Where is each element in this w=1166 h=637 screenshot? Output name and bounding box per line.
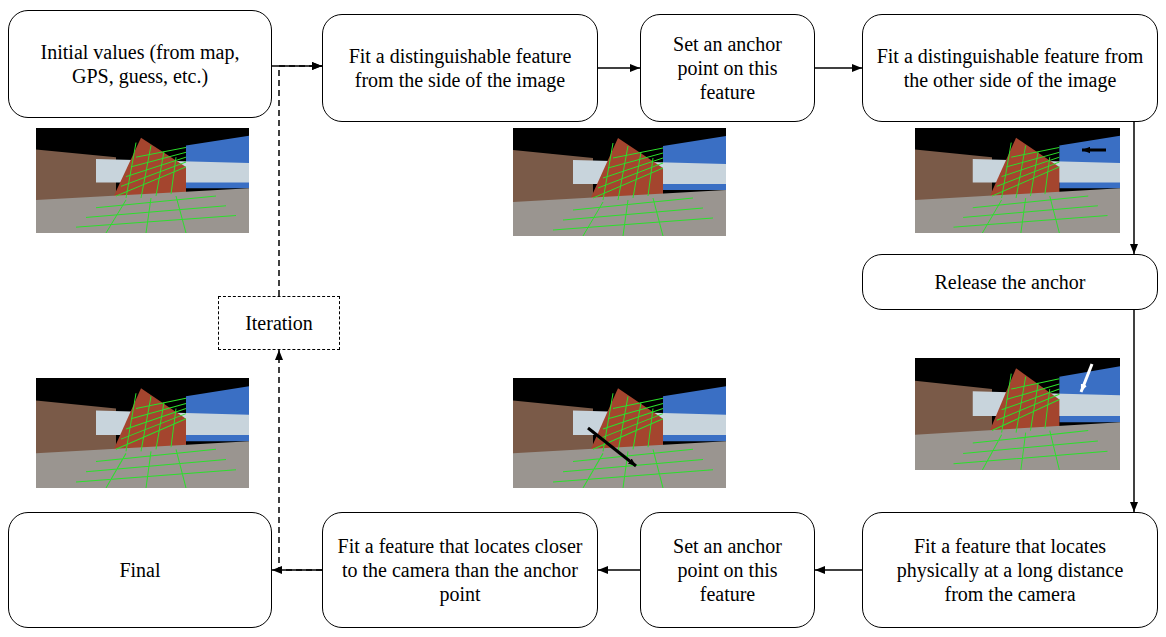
iteration-arrow [279, 350, 322, 570]
box-text: Set an anchor point on this feature [653, 32, 802, 104]
iteration-arrow [279, 66, 322, 296]
photo [915, 128, 1120, 233]
process-box: Fit a distinguishable feature from the s… [322, 14, 598, 122]
process-box: Initial values (from map, GPS, guess, et… [8, 10, 272, 118]
photo [36, 128, 249, 233]
box-text: Final [119, 558, 160, 582]
box-text: Initial values (from map, GPS, guess, et… [21, 40, 259, 88]
box-text: Fit a distinguishable feature from the o… [875, 44, 1145, 92]
flow-arrow [815, 67, 862, 69]
flow-arrow [598, 569, 640, 571]
box-text: Release the anchor [934, 270, 1085, 294]
flow-arrow [598, 67, 640, 69]
photo [36, 378, 249, 488]
process-box: Final [8, 512, 272, 628]
box-text: Set an anchor point on this feature [653, 534, 802, 606]
iteration-box: Iteration [218, 296, 340, 350]
process-box: Fit a distinguishable feature from the o… [862, 14, 1158, 122]
flow-arrow [815, 569, 862, 571]
photo-pointer [588, 428, 636, 466]
flow-arrow [1133, 122, 1135, 254]
process-box: Set an anchor point on this feature [640, 512, 815, 628]
box-text: Fit a feature that locates closer to the… [335, 534, 585, 606]
process-box: Release the anchor [862, 254, 1158, 310]
box-text: Iteration [245, 311, 313, 335]
photo [915, 358, 1120, 470]
photo-pointer [522, 140, 553, 152]
photo-pointer [1081, 364, 1092, 392]
flow-arrow [1133, 310, 1135, 512]
photo [513, 128, 726, 236]
box-text: Fit a feature that locates physically at… [875, 534, 1145, 606]
process-box: Set an anchor point on this feature [640, 14, 815, 122]
photo [513, 378, 726, 488]
box-text: Fit a distinguishable feature from the s… [335, 44, 585, 92]
process-box: Fit a feature that locates closer to the… [322, 512, 598, 628]
photo-pointer [1082, 149, 1106, 152]
process-box: Fit a feature that locates physically at… [862, 512, 1158, 628]
